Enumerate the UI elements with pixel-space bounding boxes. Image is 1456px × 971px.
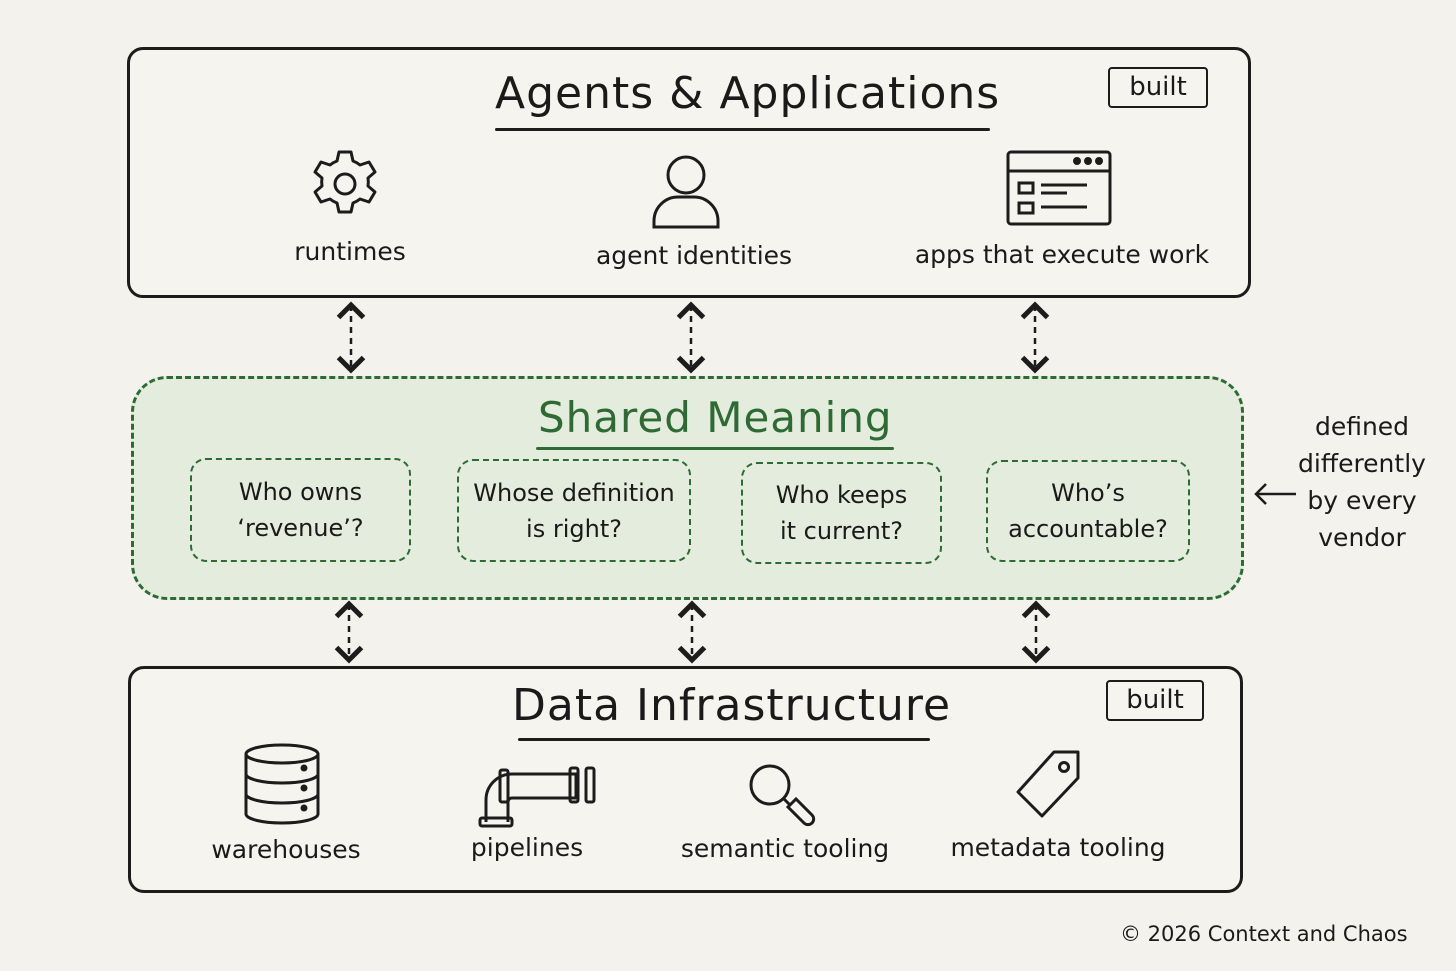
data-infrastructure-title: Data Infrastructure [512,680,952,731]
data-infrastructure-underline [518,738,930,741]
database-icon [244,743,320,825]
app-window-icon [1006,150,1112,226]
tag-icon [1016,750,1080,818]
person-icon [652,155,720,229]
agents-applications-underline [495,128,990,131]
metadata-tooling-label: metadata tooling [950,833,1166,862]
runtimes-label: runtimes [294,237,406,266]
side-note: defined differently by every vendor [1298,412,1426,552]
top-built-badge: built [1108,67,1208,108]
semantic-tooling-label: semantic tooling [680,834,890,863]
warehouses-label: warehouses [211,835,361,864]
question-who-keeps-current: Who keeps it current? [741,462,942,564]
question-who-owns-revenue: Who owns ‘revenue’? [190,458,411,562]
shared-meaning-layer [131,376,1244,600]
pipe-icon [478,766,596,828]
agents-applications-title: Agents & Applications [495,68,1001,119]
shared-meaning-underline [536,447,894,450]
question-whos-accountable: Who’s accountable? [986,460,1190,562]
question-whose-definition: Whose definition is right? [457,459,691,562]
pipelines-label: pipelines [470,833,584,862]
apps-execute-work-label: apps that execute work [914,240,1210,269]
copyright-footer: © 2026 Context and Chaos [1120,922,1408,946]
magnifier-icon [749,764,816,827]
gear-icon [313,150,377,214]
bottom-built-badge: built [1106,680,1204,721]
agent-identities-label: agent identities [595,241,793,270]
shared-meaning-title: Shared Meaning [538,393,893,442]
